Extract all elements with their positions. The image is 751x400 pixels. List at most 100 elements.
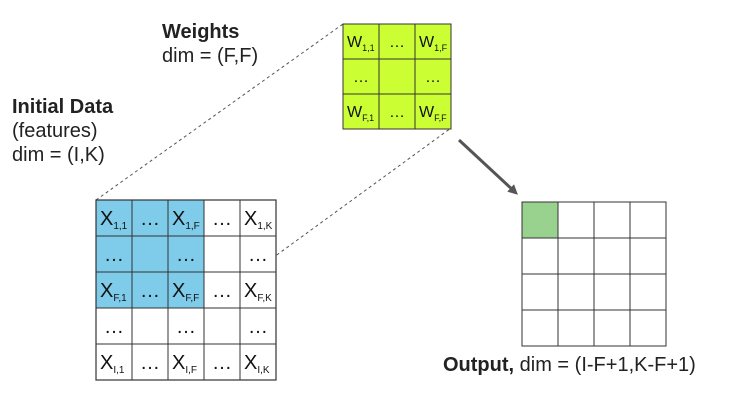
- input-cell-text: XF,F: [172, 280, 199, 304]
- output-cell-3-1: [521, 273, 559, 311]
- input-cell-5-3: XI,F: [167, 343, 205, 381]
- weights-title: Weights: [162, 21, 240, 43]
- input-cell-text: …: [176, 244, 196, 266]
- input-cell-bg: [203, 271, 241, 309]
- weights-cell-bg: [414, 58, 452, 95]
- input-cell-4-1: …: [95, 307, 133, 345]
- input-cell-text: …: [104, 316, 124, 338]
- weights-cell-bg: [342, 58, 380, 95]
- weights-cell-text: …: [353, 69, 369, 86]
- output-cell-1-3: [593, 201, 631, 239]
- output-label: Output, dim = (I-F+1,K-F+1): [443, 354, 696, 376]
- input-cell-4-3: …: [167, 307, 205, 345]
- input-cell-2-3: …: [167, 235, 205, 273]
- input-cell-bg: [131, 271, 169, 309]
- weights-cell-2-2: [378, 58, 416, 95]
- output-cell-1-1: [521, 201, 559, 239]
- input-cell-text: XF,K: [244, 280, 272, 304]
- output-cell-1-4: [629, 201, 667, 239]
- output-cell-2-3: [593, 237, 631, 275]
- weights-cell-text: WF,F: [419, 104, 447, 123]
- input-cell-3-4: …: [203, 271, 241, 309]
- weights-cell-text: W1,1: [347, 34, 375, 53]
- output-cell-1-2: [557, 201, 595, 239]
- input-cell-1-3: X1,F: [167, 199, 205, 237]
- input-cell-3-2: …: [131, 271, 169, 309]
- output-cell-2-1: [521, 237, 559, 275]
- input-cell-bg: [95, 271, 133, 309]
- input-cell-text: …: [212, 352, 232, 374]
- input-cell-text: …: [248, 244, 268, 266]
- initial-data-title: Initial Data: [12, 96, 114, 118]
- input-cell-text: …: [104, 244, 124, 266]
- weights-grid: W1,1 … W1,F … … WF,1 … WF,F: [342, 23, 452, 130]
- input-cell-text: X1,K: [244, 208, 273, 232]
- input-cell-bg: [131, 307, 169, 345]
- input-cell-text: …: [248, 316, 268, 338]
- weights-cell-2-3: …: [414, 58, 452, 95]
- input-cell-3-5: XF,K: [239, 271, 277, 309]
- input-cell-bg: [203, 199, 241, 237]
- output-cell-2-2: [557, 237, 595, 275]
- input-cell-2-4: [203, 235, 241, 273]
- output-cell-2-4: [629, 237, 667, 275]
- weights-cell-3-1: WF,1: [342, 93, 380, 130]
- input-cell-bg: [203, 343, 241, 381]
- input-cell-2-5: …: [239, 235, 277, 273]
- input-cell-3-1: XF,1: [95, 271, 133, 309]
- input-cell-2-2: [131, 235, 169, 273]
- weights-cell-text: W1,F: [419, 34, 448, 53]
- input-cell-bg: [131, 235, 169, 273]
- input-cell-bg: [95, 235, 133, 273]
- input-cell-5-5: XI,K: [239, 343, 277, 381]
- input-cell-1-4: …: [203, 199, 241, 237]
- input-cell-5-2: …: [131, 343, 169, 381]
- input-cell-bg: [239, 307, 277, 345]
- weights-cell-bg: [378, 58, 416, 95]
- output-arrow: [457, 138, 518, 195]
- input-cell-text: …: [140, 208, 160, 230]
- weights-cell-bg: [414, 93, 452, 130]
- weights-cell-text: WF,1: [347, 104, 374, 123]
- weights-cell-bg: [342, 93, 380, 130]
- output-cell-4-1: [521, 309, 559, 347]
- input-cell-text: XI,K: [244, 352, 270, 376]
- weights-cell-1-1: W1,1: [342, 23, 380, 60]
- input-cell-2-1: …: [95, 235, 133, 273]
- output-cell-4-2: [557, 309, 595, 347]
- input-cell-4-2: [131, 307, 169, 345]
- input-cell-1-2: …: [131, 199, 169, 237]
- input-cell-text: …: [176, 316, 196, 338]
- weights-cell-bg: [342, 23, 380, 60]
- weights-cell-1-2: …: [378, 23, 416, 60]
- input-cell-5-1: XI,1: [95, 343, 133, 381]
- input-cell-text: XI,F: [172, 352, 197, 376]
- input-cell-3-3: XF,F: [167, 271, 205, 309]
- output-cell-3-3: [593, 273, 631, 311]
- input-cell-text: X1,1: [100, 208, 128, 232]
- weights-cell-bg: [378, 93, 416, 130]
- input-cell-bg: [239, 271, 277, 309]
- input-cell-bg: [239, 199, 277, 237]
- input-cell-text: XI,1: [100, 352, 125, 376]
- initial-data-grid: X1,1…X1,F…X1,K………XF,1…XF,F…XF,K………XI,1…X…: [95, 199, 277, 381]
- input-cell-bg: [167, 235, 205, 273]
- weights-cell-3-2: …: [378, 93, 416, 130]
- input-cell-bg: [239, 235, 277, 273]
- weights-cell-text: …: [389, 104, 405, 121]
- weights-cell-1-3: W1,F: [414, 23, 452, 60]
- input-cell-bg: [131, 199, 169, 237]
- input-cell-1-1: X1,1: [95, 199, 133, 237]
- input-cell-1-5: X1,K: [239, 199, 277, 237]
- output-cell-3-2: [557, 273, 595, 311]
- output-cell-3-4: [629, 273, 667, 311]
- input-cell-text: …: [140, 352, 160, 374]
- input-cell-text: …: [212, 280, 232, 302]
- initial-data-border: [95, 199, 277, 381]
- weights-cell-bg: [414, 23, 452, 60]
- input-cell-text: …: [212, 208, 232, 230]
- weights-cell-text: …: [425, 69, 441, 86]
- input-cell-text: X1,F: [172, 208, 200, 232]
- projection-line-top: [95, 23, 344, 201]
- weights-cell-text: …: [389, 34, 405, 51]
